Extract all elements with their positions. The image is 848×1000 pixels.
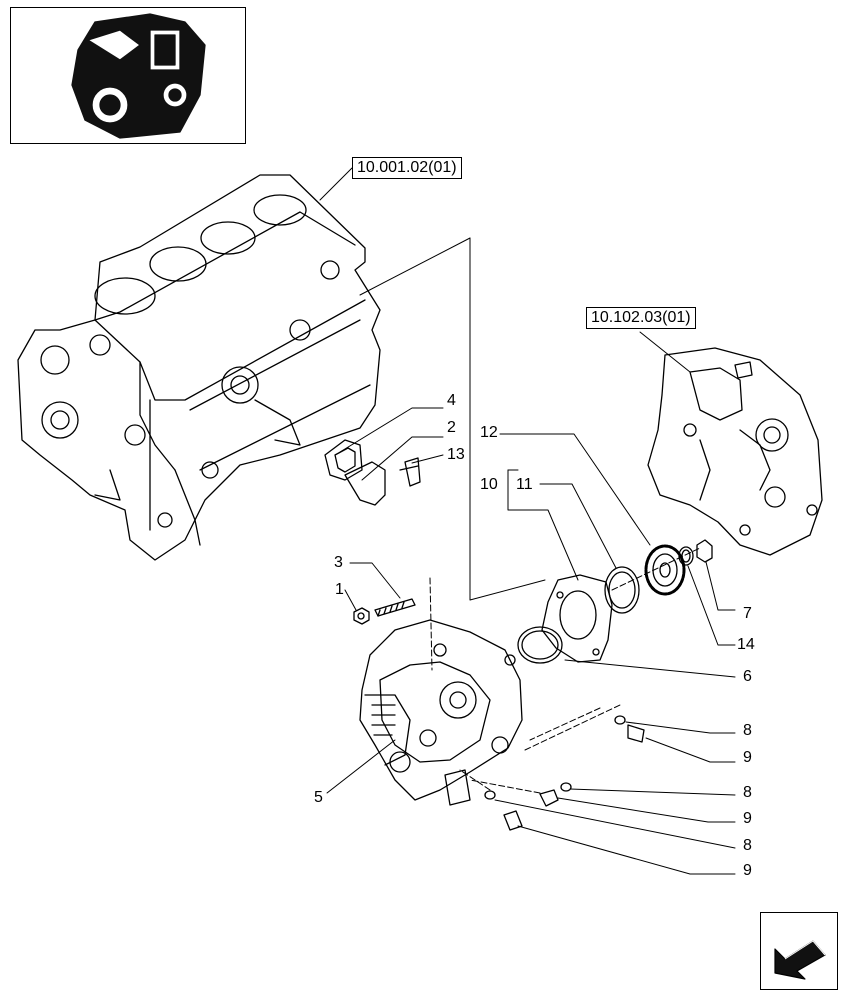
callout-13: 13 bbox=[447, 446, 465, 463]
callout-5: 5 bbox=[314, 789, 323, 806]
callout-3: 3 bbox=[334, 554, 343, 571]
callout-9-upper: 9 bbox=[743, 749, 752, 766]
callout-8-middle: 8 bbox=[743, 784, 752, 801]
fittings bbox=[484, 715, 645, 831]
engine-thumbnail-frame bbox=[10, 7, 246, 144]
callout-7: 7 bbox=[743, 605, 752, 622]
ref-timing-cover[interactable]: 10.102.03(01) bbox=[586, 307, 696, 329]
callout-11: 11 bbox=[516, 476, 533, 493]
flange-and-seals bbox=[517, 539, 713, 664]
gasket-and-plate bbox=[324, 439, 421, 506]
leader-lines bbox=[319, 167, 736, 875]
fuel-pump-drawing bbox=[359, 619, 523, 806]
callout-4: 4 bbox=[447, 392, 456, 409]
callout-2: 2 bbox=[447, 419, 456, 436]
ref-engine-block[interactable]: 10.001.02(01) bbox=[352, 157, 462, 179]
callout-1: 1 bbox=[335, 581, 344, 598]
callout-8-lower: 8 bbox=[743, 837, 752, 854]
callout-9-middle: 9 bbox=[743, 810, 752, 827]
next-page-arrow-icon bbox=[774, 940, 826, 980]
callout-14: 14 bbox=[737, 636, 755, 653]
callout-10: 10 bbox=[480, 476, 498, 493]
engine-thumbnail-icon bbox=[71, 13, 206, 139]
callout-8-upper: 8 bbox=[743, 722, 752, 739]
next-page-button[interactable] bbox=[760, 912, 838, 990]
callout-6: 6 bbox=[743, 668, 752, 685]
engine-block-drawing bbox=[17, 174, 381, 561]
callout-12: 12 bbox=[480, 424, 498, 441]
stud-and-nut bbox=[353, 598, 416, 625]
timing-cover-drawing bbox=[647, 347, 823, 556]
callout-9-lower: 9 bbox=[743, 862, 752, 879]
